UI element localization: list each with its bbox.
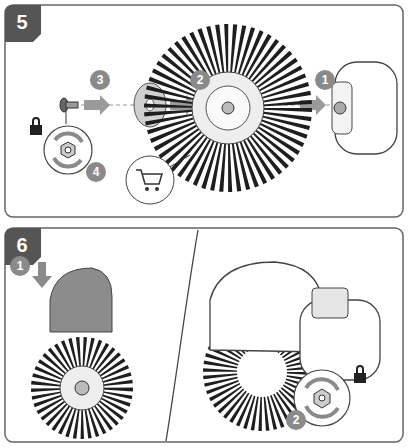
brush-hub bbox=[60, 366, 104, 410]
cart-icon bbox=[145, 187, 149, 191]
motor-flange bbox=[332, 82, 352, 134]
brush-bristles bbox=[168, 48, 288, 168]
brush-hub-ring bbox=[206, 86, 250, 130]
detail-circle bbox=[126, 156, 174, 204]
brush-bore bbox=[75, 381, 89, 395]
move-arrow bbox=[300, 95, 326, 115]
detail-circle bbox=[44, 126, 92, 174]
rotate-arrow bbox=[306, 379, 338, 390]
cart-icon bbox=[136, 170, 162, 184]
motor-shaft bbox=[334, 102, 346, 114]
panel-frame bbox=[5, 5, 403, 217]
rotate-arrow bbox=[55, 134, 82, 142]
padlock-icon bbox=[30, 125, 42, 135]
rotate-arrow bbox=[54, 158, 81, 166]
brush-bristles bbox=[46, 352, 118, 424]
callout-number: 1 bbox=[10, 256, 30, 276]
screw-hole bbox=[319, 395, 325, 401]
leader-line bbox=[168, 155, 190, 168]
brush-bore bbox=[222, 102, 234, 114]
callout-number: 2 bbox=[286, 410, 306, 430]
screw-hex bbox=[61, 142, 75, 158]
screw-shaft bbox=[66, 102, 78, 108]
callout-number: 3 bbox=[90, 70, 110, 90]
padlock-icon bbox=[354, 373, 366, 383]
padlock-icon bbox=[33, 118, 39, 125]
step-tab bbox=[5, 5, 41, 42]
panel-frame bbox=[5, 228, 403, 442]
callout-number: 1 bbox=[315, 70, 335, 90]
callout-number: 2 bbox=[190, 70, 210, 90]
motor-bracket bbox=[312, 288, 348, 318]
callout-number: 4 bbox=[86, 162, 106, 182]
move-arrow bbox=[32, 262, 52, 288]
move-arrow bbox=[84, 95, 110, 115]
step-number: 6 bbox=[16, 234, 27, 256]
screw-hex bbox=[314, 389, 330, 408]
motor-housing bbox=[335, 62, 397, 154]
step-number: 5 bbox=[16, 11, 27, 33]
cart-icon bbox=[155, 187, 159, 191]
padlock-icon bbox=[357, 366, 363, 373]
leader-line bbox=[66, 110, 67, 124]
screw-hole bbox=[65, 147, 71, 153]
divider-line bbox=[166, 230, 198, 441]
cover-part bbox=[50, 268, 112, 332]
